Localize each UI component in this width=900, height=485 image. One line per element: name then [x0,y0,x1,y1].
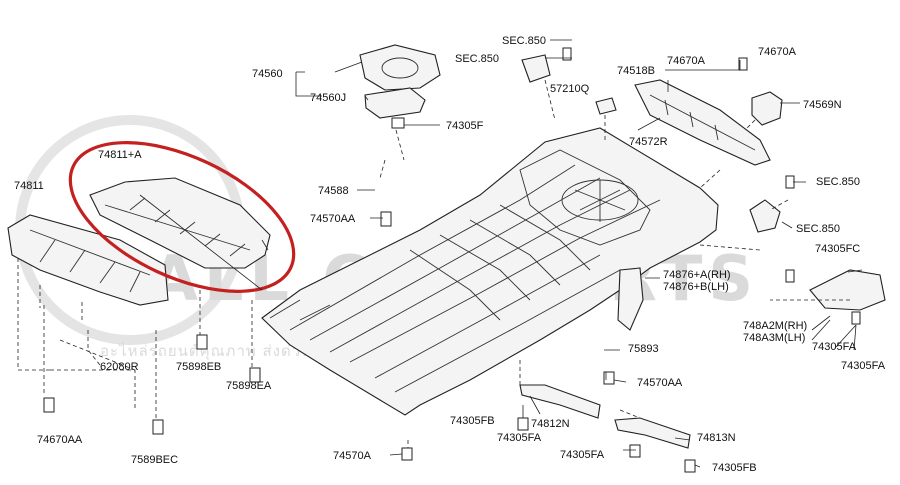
label-74305fb-2: 74305FB [712,462,757,474]
label-74305fa-3: 74305FA [497,432,542,444]
label-74670aa: 74670AA [37,434,83,446]
clip-74305f [391,117,405,129]
bracket-sec850-right [749,199,781,233]
label-74811: 74811 [14,180,44,192]
highlight-ellipse [68,141,296,293]
undercover-74811a [89,177,271,269]
bracket-sec850-top [521,54,551,83]
label-74305fb-1: 74305FB [450,415,495,427]
label-74570a: 74570A [333,450,372,462]
cover-748a2m [809,269,886,311]
label-74812n: 74812N [531,418,570,430]
label-74569n: 74569N [803,99,842,111]
label-7589bec: 7589BEC [131,454,178,466]
label-74518b: 74518B [617,65,655,77]
label-sec850-d: SEC.850 [796,223,840,235]
rail-74572r [634,79,771,166]
undercover-74811 [7,214,169,306]
label-74305fc: 74305FC [815,243,860,255]
label-74305fa-1: 74305FA [812,341,857,353]
label-748a2m: 748A2M(RH) [743,320,807,332]
label-74588: 74588 [318,185,349,197]
part-labels: SEC.850 SEC.850 SEC.850 SEC.850 74560 74… [14,35,886,474]
label-74876lh: 74876+B(LH) [663,281,729,293]
label-sec850-c: SEC.850 [816,176,860,188]
label-sec850-b: SEC.850 [455,53,499,65]
grommet-57210q [595,97,617,115]
label-74560j: 74560J [310,92,346,104]
floor-panel [261,127,719,416]
label-74570aa-2: 74570AA [637,377,683,389]
seal-74560j [364,87,426,119]
label-62080r: 62080R [100,361,139,373]
label-74876rh: 74876+A(RH) [663,269,731,281]
label-sec850-a: SEC.850 [502,35,546,47]
deflector-74876 [617,267,644,331]
leader-lines [17,39,863,468]
label-74813n: 74813N [697,432,736,444]
label-74670a-1: 74670A [667,55,706,67]
label-75898eb: 75898EB [176,361,221,373]
label-748a3m: 748A3M(LH) [743,332,805,344]
label-74305fa-4: 74305FA [560,449,605,461]
label-75893: 75893 [628,343,659,355]
bracket-74569n [751,91,783,126]
label-75898ea: 75898EA [226,380,272,392]
label-74572r: 74572R [629,136,668,148]
bolt-icons [43,47,861,473]
deflector-74813n [614,417,691,449]
label-74811a: 74811+A [98,149,142,161]
deflector-74812n [519,384,601,419]
label-74570aa-1: 74570AA [310,213,356,225]
label-74560: 74560 [252,68,283,80]
bracket-74560 [359,44,441,91]
label-74670a-2: 74670A [758,46,797,58]
label-74305f: 74305F [446,120,484,132]
label-74305fa-2: 74305FA [841,360,886,372]
label-57210q: 57210Q [550,83,590,95]
